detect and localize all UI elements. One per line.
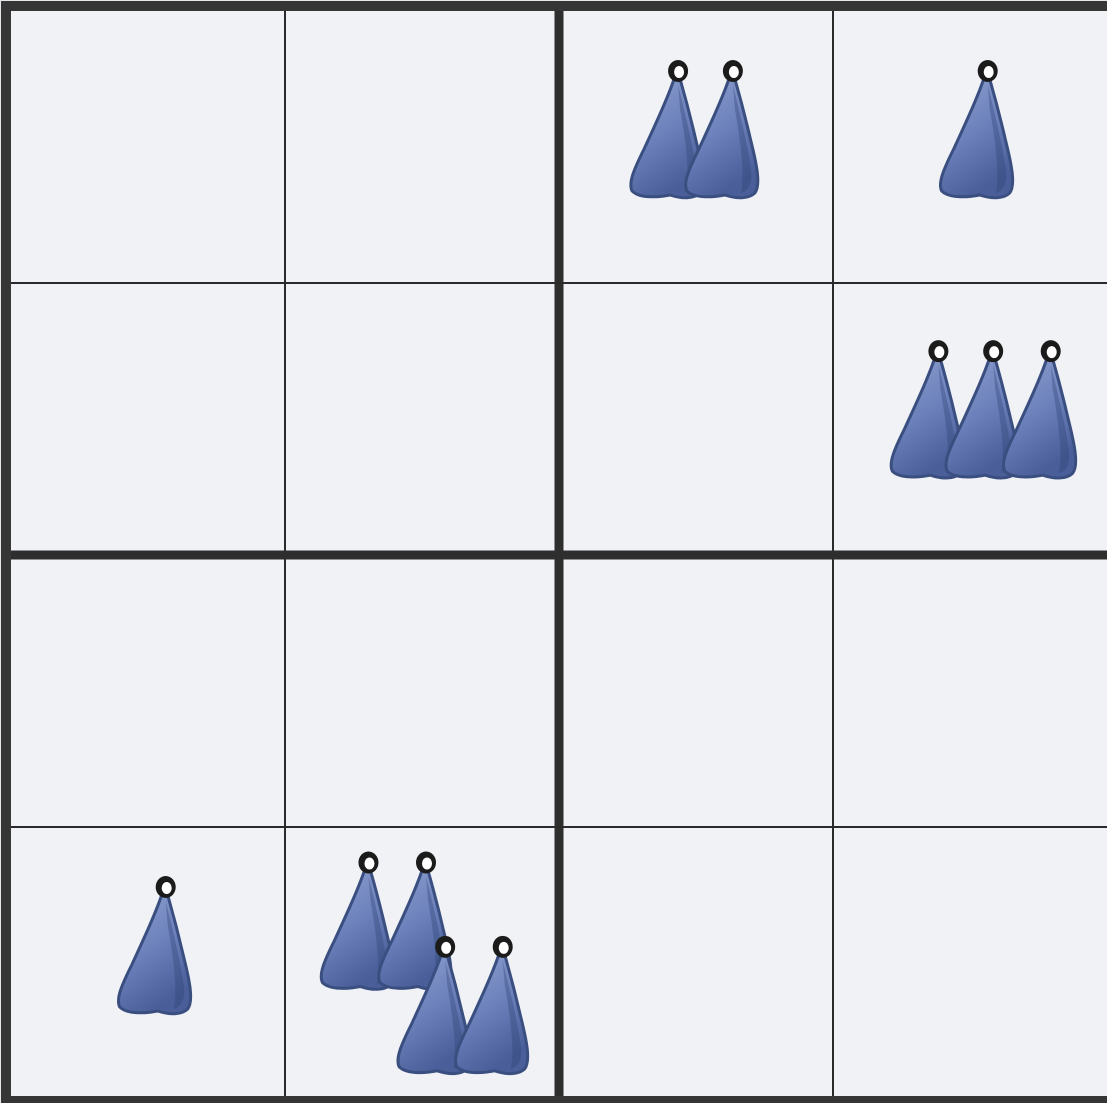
board-cell-r1-c2[interactable]: [285, 11, 559, 283]
board-cell-r2-c1[interactable]: [11, 283, 285, 555]
board-cell-r3-c2[interactable]: [285, 555, 559, 827]
board-cell-r4-c4[interactable]: [833, 827, 1107, 1099]
board-cell-r3-c4[interactable]: [833, 555, 1107, 827]
board-cell-r1-c1[interactable]: [11, 11, 285, 283]
board-cell-r3-c1[interactable]: [11, 555, 285, 827]
board-cell-r2-c2[interactable]: [285, 283, 559, 555]
board-cell-r3-c3[interactable]: [559, 555, 833, 827]
board-cell-r4-c3[interactable]: [559, 827, 833, 1099]
board-cell-r2-c3[interactable]: [559, 283, 833, 555]
